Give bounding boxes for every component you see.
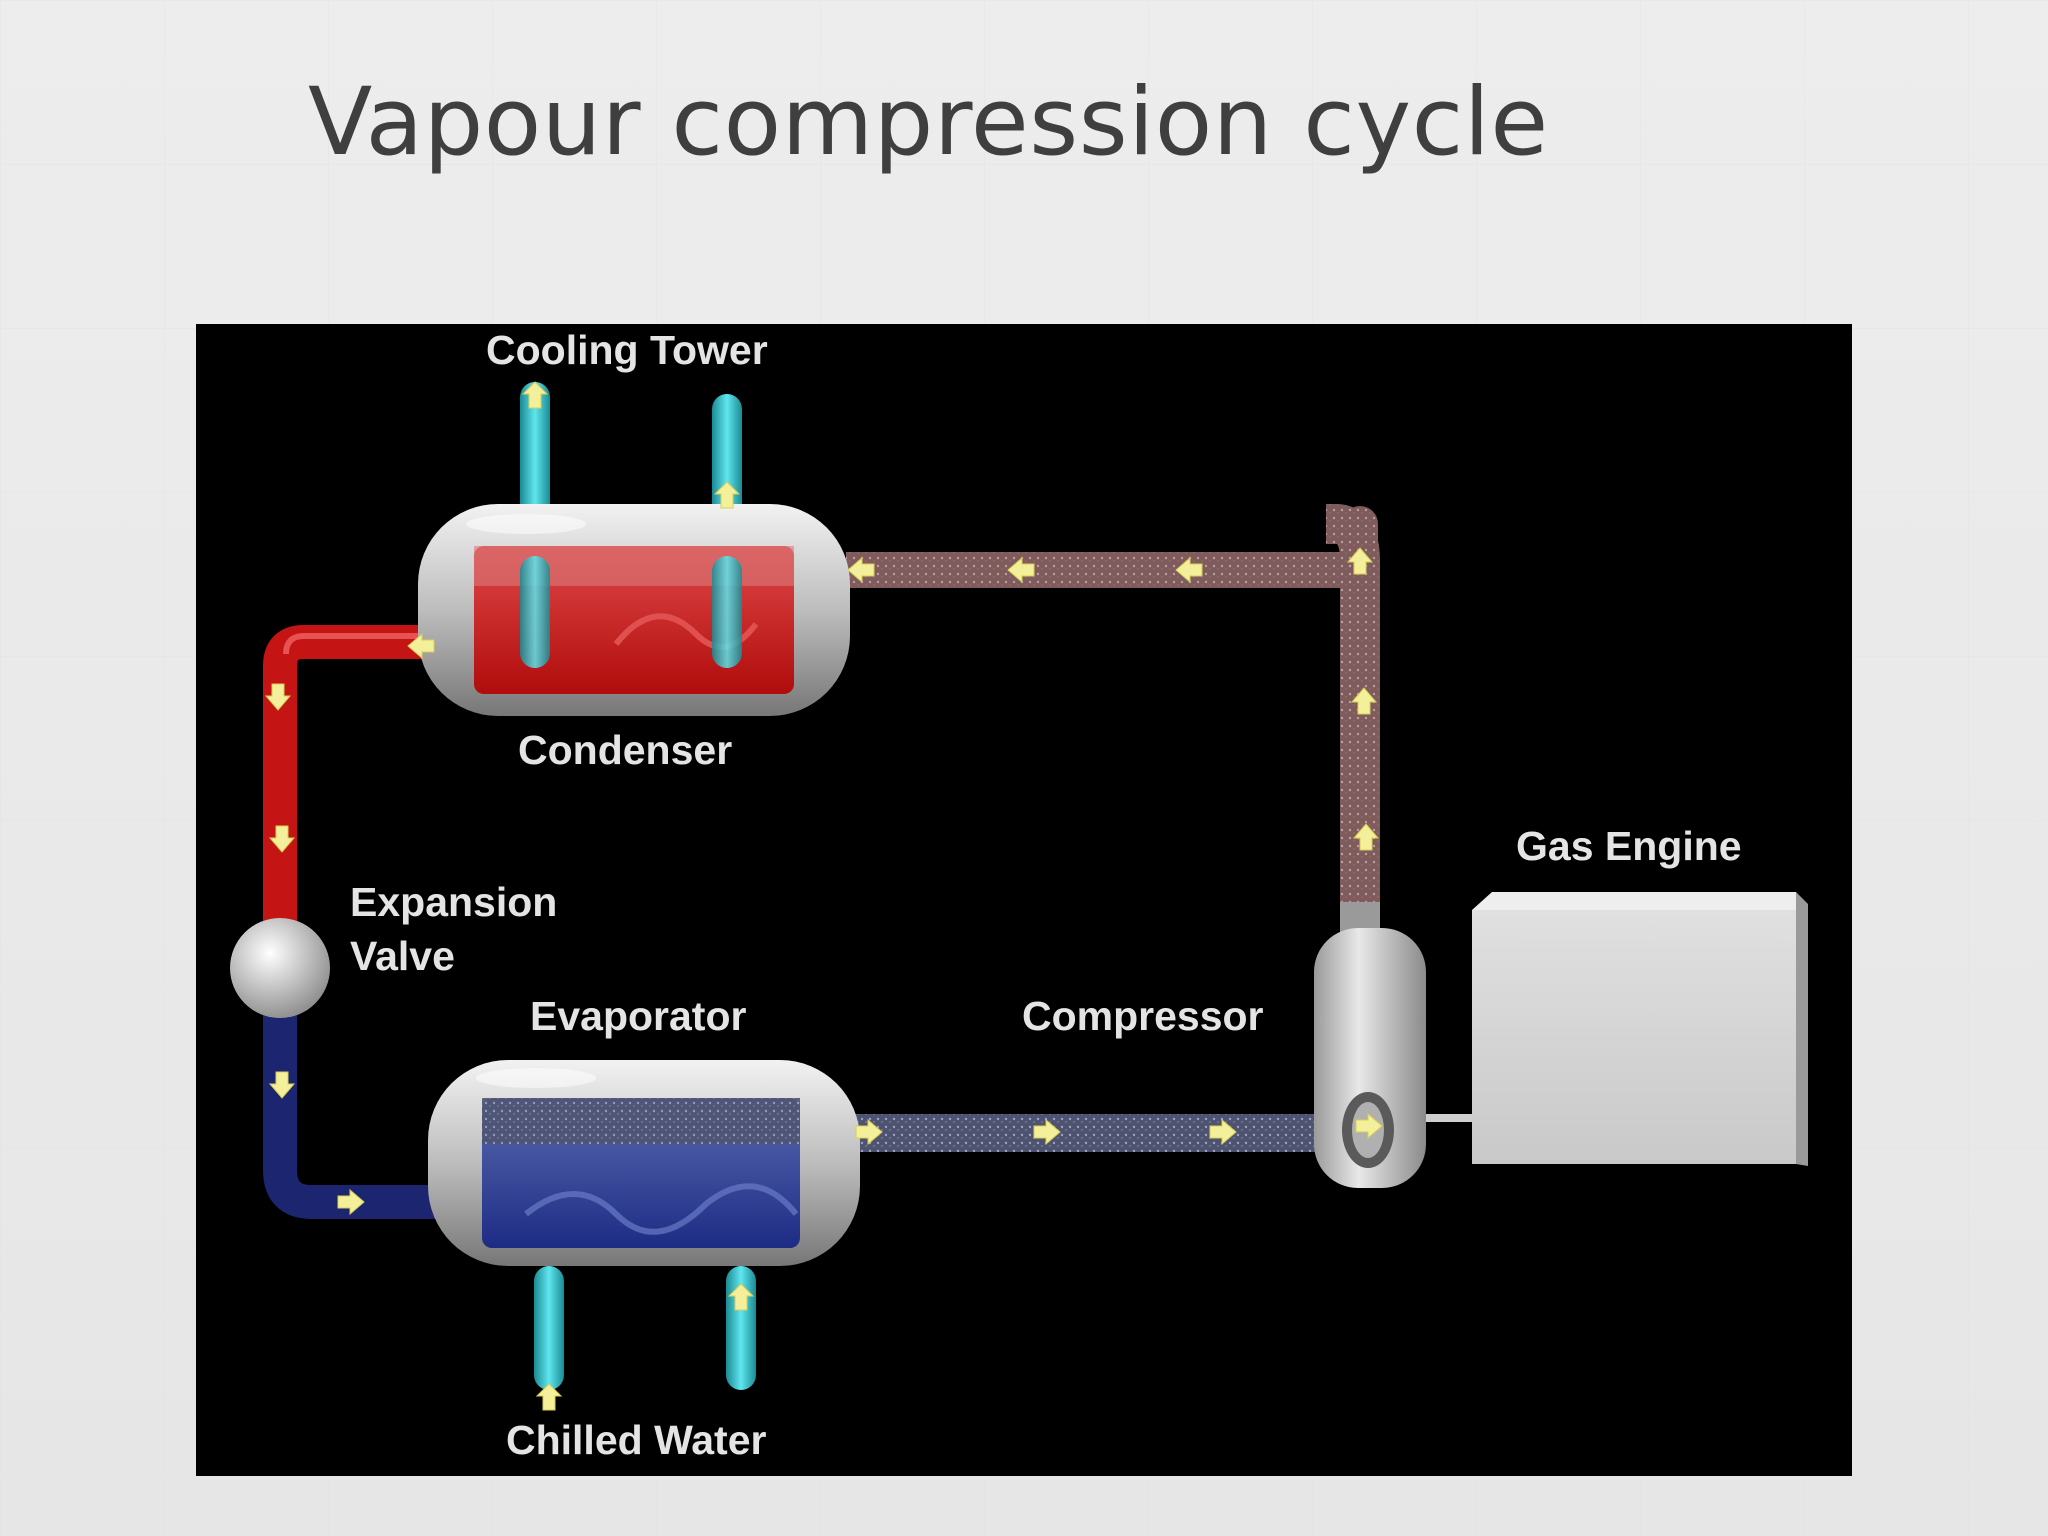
cold-liquid-pipe [263, 1004, 436, 1219]
flow-arrow [521, 381, 549, 409]
flow-arrow [337, 1188, 365, 1216]
flow-arrow [847, 556, 875, 584]
gas-engine-label: Gas Engine [1516, 823, 1742, 869]
compressor-label: Compressor [1022, 993, 1264, 1039]
flow-arrow [713, 481, 741, 509]
evaporator-tank [428, 1060, 860, 1266]
chilled-water-label: Chilled Water [506, 1417, 766, 1463]
flow-arrow [407, 632, 435, 660]
flow-arrow [1346, 547, 1374, 575]
evaporator-label: Evaporator [530, 993, 746, 1039]
flow-arrow [1033, 1118, 1061, 1146]
flow-arrow [1350, 687, 1378, 715]
vapour-compression-diagram: Cooling Tower Condenser Expansion Valve … [196, 324, 1852, 1476]
chilled-water-out-tube [534, 1266, 564, 1390]
flow-arrow [1209, 1118, 1237, 1146]
compressor [1314, 902, 1426, 1188]
flow-arrow [268, 825, 296, 853]
gas-engine [1472, 892, 1808, 1166]
cold-vapor-pipe [846, 1114, 1366, 1152]
flow-arrows [264, 381, 1383, 1411]
flow-arrow [1355, 1112, 1383, 1140]
flow-arrow [727, 1283, 755, 1311]
expansion-valve-label-line2: Valve [350, 933, 455, 979]
chilled-water-in-tube [726, 1266, 756, 1390]
condenser-tank [418, 504, 850, 716]
flow-arrow [1175, 556, 1203, 584]
flow-arrow [1352, 823, 1380, 851]
flow-arrow [268, 1071, 296, 1099]
flow-arrow [1007, 556, 1035, 584]
expansion-valve [230, 918, 330, 1018]
flow-arrow [535, 1383, 563, 1411]
flow-arrow [855, 1118, 883, 1146]
hot-vapor-top-pipe [846, 552, 1348, 588]
condenser-label: Condenser [518, 727, 732, 773]
cooling-tower-label: Cooling Tower [486, 327, 768, 373]
expansion-valve-label-line1: Expansion [350, 879, 557, 925]
flow-arrow [264, 683, 292, 711]
diagram-svg: Cooling Tower Condenser Expansion Valve … [230, 327, 1808, 1463]
slide-title: Vapour compression cycle [308, 68, 1549, 177]
engine-shaft [1426, 1114, 1472, 1122]
